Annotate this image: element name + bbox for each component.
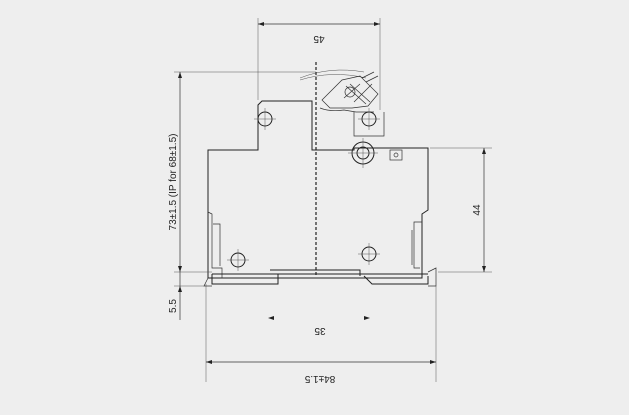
dim-inner-width: 35 <box>268 316 370 336</box>
dim-overall-width: 84±1.5 <box>205 284 437 384</box>
indicator-window <box>389 149 403 161</box>
dim-overall-width-label: 84±1.5 <box>304 373 335 384</box>
mounting-hole-bottom-left <box>227 249 249 271</box>
din-rail <box>203 267 437 287</box>
dim-overall-height: 73±1.5 (IP for 68±1.5) <box>168 71 316 273</box>
dim-top-width: 45 <box>257 18 381 110</box>
dim-right-height: 44 <box>430 147 492 273</box>
dim-rail-height: 5.5 <box>168 272 204 320</box>
breaker-outline <box>207 100 429 279</box>
dim-rail-height-label: 5.5 <box>168 299 179 313</box>
toggle-lever <box>299 69 385 137</box>
mounting-hole-top-left <box>254 108 276 130</box>
dim-overall-height-label: 73±1.5 (IP for 68±1.5) <box>168 134 179 231</box>
mounting-hole-bottom-right <box>358 243 380 265</box>
mounting-hole-top-right <box>358 108 380 130</box>
dim-inner-width-label: 35 <box>314 325 326 336</box>
terminal-screw <box>348 138 378 168</box>
dim-right-height-label: 44 <box>472 204 483 216</box>
dim-top-width-label: 45 <box>313 33 325 44</box>
